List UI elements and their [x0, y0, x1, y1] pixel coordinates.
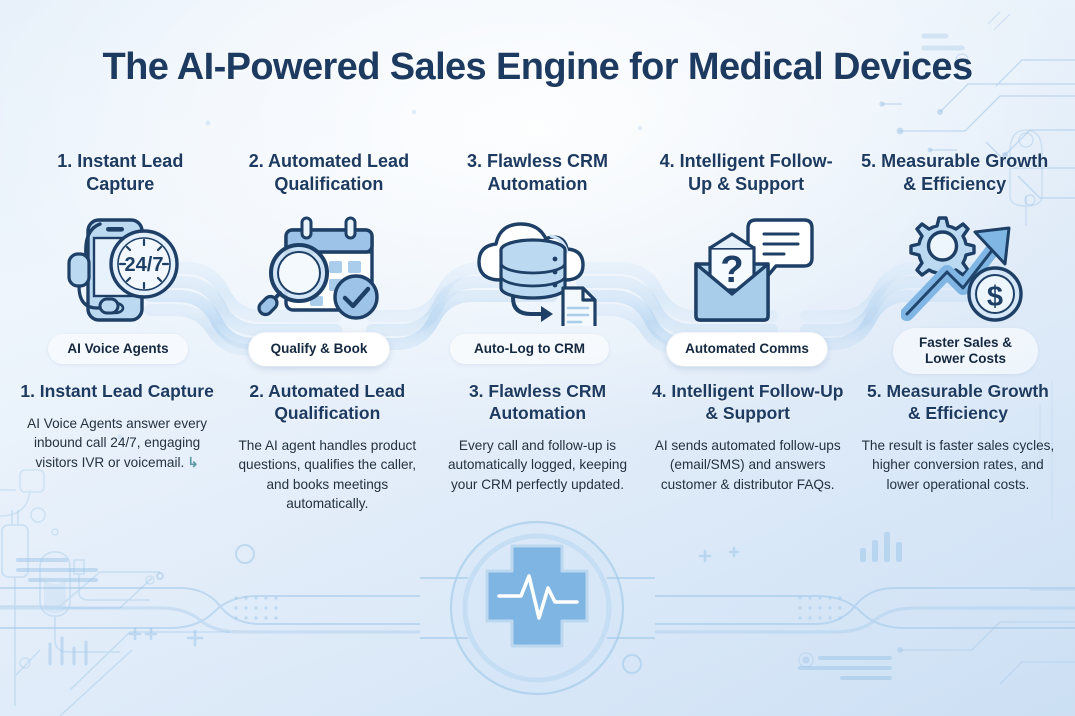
detail-body-4: AI sends automated follow-ups (email/SMS… [654, 438, 841, 492]
heartbeat-line-icon [497, 574, 579, 620]
detail-body-1-text: AI Voice Agents answer every inbound cal… [27, 416, 208, 470]
check-mark-icon [342, 286, 371, 309]
clock-247-label: 24/7 [125, 254, 164, 276]
top-heading-col-3: 3. Flawless CRM Automation [433, 150, 642, 196]
top-heading-col-1: 1. Instant Lead Capture [16, 150, 225, 196]
page-title: The AI-Powered Sales Engine for Medical … [102, 46, 973, 88]
process-flow-band: 24/7 [0, 206, 1075, 372]
step-2-icon [250, 212, 390, 328]
detail-heading-5: 5. Measurable Growth & Efficiency [866, 381, 1049, 424]
cloud-database-document-icon [477, 222, 597, 326]
top-heading-3: 3. Flawless CRM Automation [466, 151, 608, 195]
pill-label-2: Qualify & Book [249, 333, 389, 366]
top-heading-1: 1. Instant Lead Capture [57, 151, 184, 195]
pill-label-1: AI Voice Agents [48, 334, 188, 364]
step-4-icon: ? [680, 212, 820, 328]
detail-columns: 1. Instant Lead Capture AI Voice Agents … [12, 380, 1063, 513]
detail-col-2: 2. Automated Lead Qualification The AI a… [222, 380, 432, 513]
detail-heading-4: 4. Intelligent Follow-Up & Support [651, 381, 844, 424]
detail-body-5: The result is faster sales cycles, highe… [861, 438, 1055, 492]
medical-cross-emblem [420, 520, 655, 696]
top-heading-4: 4. Intelligent Follow-Up & Support [659, 151, 833, 195]
top-heading-col-4: 4. Intelligent Follow-Up & Support [642, 150, 851, 196]
top-heading-col-5: 5. Measurable Growth & Efficiency [850, 150, 1059, 196]
detail-col-4: 4. Intelligent Follow-Up & Support AI se… [643, 380, 853, 513]
detail-body-1: AI Voice Agents answer every inbound cal… [20, 414, 214, 472]
top-heading-col-2: 2. Automated Lead Qualification [225, 150, 434, 196]
flow-arrow-icon [541, 306, 553, 322]
top-headings-row: 1. Instant Lead Capture 2. Automated Lea… [16, 150, 1059, 196]
phone-headset-247-clock-icon: 24/7 [67, 218, 179, 322]
detail-heading-3: 3. Flawless CRM Automation [468, 381, 607, 424]
detail-heading-1: 1. Instant Lead Capture [20, 381, 214, 401]
pill-label-5: Faster Sales & Lower Costs [893, 328, 1038, 374]
detail-tail-arrow-icon: ↳ [187, 454, 199, 470]
detail-heading-2: 2. Automated Lead Qualification [249, 381, 406, 424]
step-1-icon: 24/7 [50, 212, 190, 328]
question-mark-label: ? [720, 249, 743, 291]
detail-col-3: 3. Flawless CRM Automation Every call an… [432, 380, 642, 513]
gear-growth-arrow-dollar-icon: $ [901, 216, 1023, 322]
envelope-question-chat-icon: ? [694, 218, 814, 322]
dollar-sign-label: $ [987, 281, 1003, 313]
detail-body-3: Every call and follow-up is automaticall… [447, 438, 628, 492]
step-5-icon: $ [895, 212, 1035, 328]
top-heading-2: 2. Automated Lead Qualification [248, 151, 410, 195]
calendar-magnifier-check-icon [257, 216, 379, 320]
footer-medical-tech-art [0, 520, 1075, 696]
pill-label-3: Auto-Log to CRM [450, 334, 609, 364]
detail-col-5: 5. Measurable Growth & Efficiency The re… [853, 380, 1063, 513]
pill-label-4: Automated Comms [667, 333, 827, 366]
top-heading-5: 5. Measurable Growth & Efficiency [861, 151, 1049, 195]
detail-body-2: The AI agent handles product questions, … [238, 438, 417, 511]
arrow-head-icon [973, 226, 1011, 266]
step-3-icon [465, 212, 605, 328]
detail-col-1: 1. Instant Lead Capture AI Voice Agents … [12, 380, 222, 513]
